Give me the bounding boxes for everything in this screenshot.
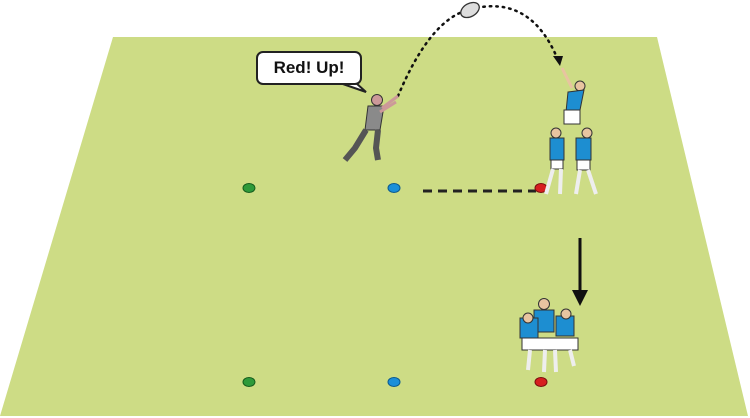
green-cone xyxy=(242,183,256,193)
lineout-lift-group xyxy=(544,67,598,195)
blue-cone xyxy=(387,377,401,387)
arrowhead-icon xyxy=(553,56,563,66)
rugby-ball xyxy=(460,1,480,19)
maul-group xyxy=(519,298,579,373)
ball-flight-path xyxy=(396,5,560,98)
coach-figure xyxy=(342,94,399,162)
speech-bubble: Red! Up! xyxy=(256,51,362,85)
green-cone xyxy=(242,377,256,387)
red-cone xyxy=(534,377,548,387)
blue-cone xyxy=(387,183,401,193)
pitch xyxy=(0,37,748,416)
arrow-down-icon xyxy=(572,290,588,306)
